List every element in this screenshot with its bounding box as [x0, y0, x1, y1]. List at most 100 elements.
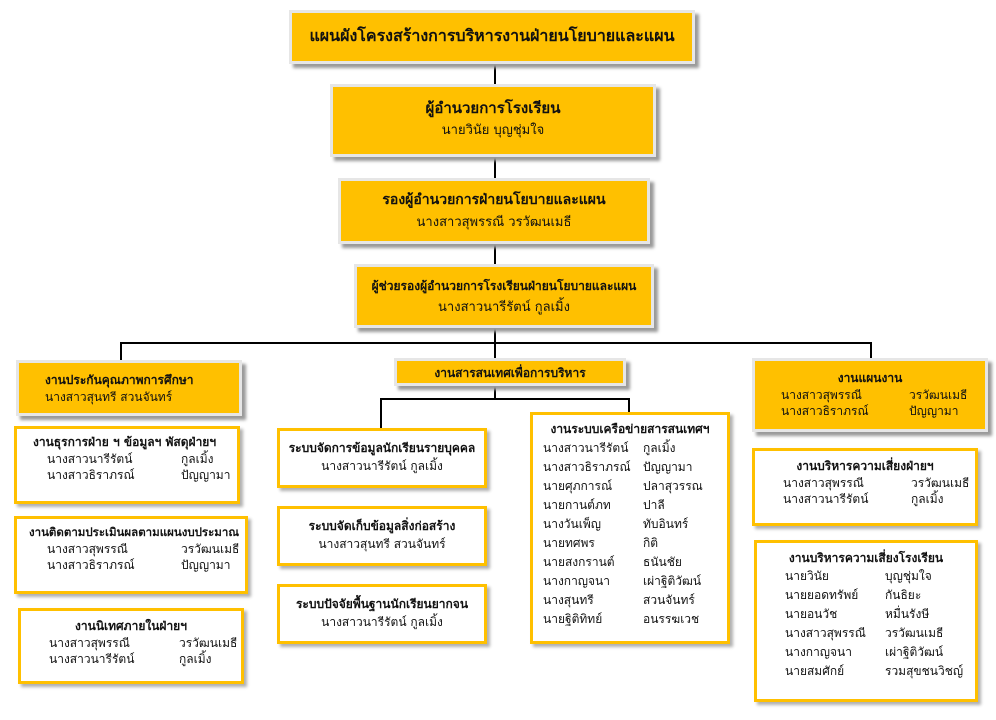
system-box-building: ระบบจัดเก็บข้อมูลสิ่งก่อสร้าง นางสาวสุนท…: [277, 506, 487, 566]
system-name: นางสาวสุนทรี สวนจันทร์: [318, 537, 446, 551]
member-last: วรวัฒนเมธี: [885, 626, 944, 640]
member-first: นางสาวธิราภรณ์: [543, 460, 631, 474]
member-row: นายสงกรานต์ ธนันชัย: [543, 554, 727, 570]
system-box-poverty: ระบบปัจจัยพื้นฐานนักเรียนยากจน นางสาวนาร…: [277, 584, 487, 644]
member-row: นางสาวธิราภรณ์ ปัญญามา: [781, 403, 985, 419]
connector-line: [494, 64, 496, 84]
member-last: สวนจันทร์: [643, 593, 695, 607]
member-last: บุญชุ่มใจ: [885, 569, 932, 583]
member-row: นายฐิติทิทย์อนรรฆเวช: [543, 611, 727, 627]
member-first: นางสาวนารีรัตน์: [543, 441, 629, 455]
member-row: นางสาวนารีรัตน์ กูลเมิ้ง: [543, 440, 727, 456]
qa-head-title: งานประกันคุณภาพการศึกษา: [45, 373, 194, 387]
network-unit-box: งานระบบเครือข่ายสารสนเทศฯ นางสาวนารีรัตน…: [530, 412, 730, 644]
deputy-box: รองผู้อำนวยการฝ่ายนโยบายและแผน นางสาวสุพ…: [338, 178, 650, 244]
qa-head-name: นางสาวสุนทรี สวนจันทร์: [45, 390, 173, 404]
member-row: นางสาวธิราภรณ์ ปัญญามา: [47, 557, 245, 573]
member-first: นางสาวธิราภรณ์: [781, 404, 869, 418]
member-first: นายยอดทรัพย์: [785, 588, 859, 602]
school-risk-unit-box: งานบริหารความเสี่ยงโรงเรียน นายวินัยบุญช…: [754, 540, 978, 702]
member-last: วรวัฒนเมธี: [181, 542, 240, 556]
director-name: นายวินัย บุญชุ่มใจ: [441, 123, 545, 138]
member-first: นางสาวนารีรัตน์: [783, 492, 869, 506]
qa-head-box: งานประกันคุณภาพการศึกษา นางสาวสุนทรี สวน…: [16, 360, 242, 416]
member-row: นางกาญจนาเผ่าฐิติวัฒน์: [785, 644, 975, 660]
member-first: นางสาวธิราภรณ์: [47, 468, 135, 482]
connector-line: [380, 398, 630, 400]
member-row: นายอนวัชหมื่นรังษี: [785, 606, 975, 622]
member-row: นายทศพร กิติ: [543, 535, 727, 551]
member-first: นางสาวสุพรรณี: [785, 626, 866, 640]
info-head-box: งานสารสนเทศเพื่อการบริหาร: [394, 358, 626, 386]
member-first: นางสาวนารีรัตน์: [47, 452, 133, 466]
member-last: วรวัฒนเมธี: [179, 636, 238, 650]
deputy-name: นางสาวสุพรรณี วรวัฒนเมธี: [416, 215, 572, 230]
member-first: นางสาวนารีรัตน์: [49, 652, 135, 666]
member-last: เผ่าฐิติวัฒน์: [643, 574, 702, 588]
network-unit-title: งานระบบเครือข่ายสารสนเทศฯ: [550, 422, 710, 436]
network-member-list: นางสาวนารีรัตน์ กูลเมิ้ง นางสาวธิราภรณ์ ปั…: [543, 440, 727, 627]
member-last: อนรรฆเวช: [643, 612, 700, 626]
member-last: กูลเมิ้ง: [179, 652, 212, 666]
member-first: นายกานต์ภท: [543, 498, 611, 512]
member-first: นายสมศักย์: [785, 664, 845, 678]
member-last: ธนันชัย: [643, 555, 682, 569]
plan-head-box: งานแผนงาน นางสาวสุพรรณี วรวัฒนเมธี นางสา…: [752, 358, 988, 432]
member-last: ปัญญามา: [643, 460, 693, 474]
member-row: นายวินัยบุญชุ่มใจ: [785, 568, 975, 584]
connector-line: [494, 386, 496, 399]
system-name: นางสาวนารีรัตน์ กูลเมิ้ง: [321, 615, 443, 629]
member-first: นางสาวสุพรรณี: [781, 388, 862, 402]
evaluation-unit-title: งานติดตามประเมินผลตามแผนงบประมาณ: [29, 525, 239, 539]
connector-line: [120, 342, 122, 360]
connector-line: [870, 342, 872, 358]
dept-risk-unit-box: งานบริหารความเสี่ยงฝ่ายฯ นางสาวสุพรรณี ว…: [752, 448, 978, 526]
member-first: นางวันเพ็ญ: [543, 517, 601, 531]
info-head-title: งานสารสนเทศเพื่อการบริหาร: [434, 366, 586, 380]
plan-head-title: งานแผนงาน: [837, 371, 903, 385]
assistant-box: ผู้ช่วยรองผู้อำนวยการโรงเรียนฝ่ายนโยบายแ…: [354, 264, 654, 328]
member-row: นางสาวสุพรรณี วรวัฒนเมธี: [47, 541, 245, 557]
member-first: นายศุภการณ์: [543, 479, 613, 493]
member-row: นายศุภการณ์ปลาสุวรรณ: [543, 478, 727, 494]
main-title-box: แผนผังโครงสร้างการบริหารงานฝ่ายนโยบายและ…: [289, 10, 695, 64]
supervision-unit-box: งานนิเทศภายในฝ่ายฯ นางสาวสุพรรณี วรวัฒนเ…: [18, 608, 244, 684]
member-last: เผ่าฐิติวัฒน์: [885, 645, 944, 659]
system-title: ระบบจัดเก็บข้อมูลสิ่งก่อสร้าง: [308, 519, 456, 533]
director-title: ผู้อำนวยการโรงเรียน: [425, 99, 561, 117]
connector-line: [494, 328, 496, 344]
member-last: ทับอินทร์: [643, 517, 689, 531]
member-row: นางกาญจนาเผ่าฐิติวัฒน์: [543, 573, 727, 589]
school-risk-unit-title: งานบริหารความเสี่ยงโรงเรียน: [788, 551, 944, 565]
member-first: นางสาวธิราภรณ์: [47, 558, 135, 572]
assistant-name: นางสาวนารีรัตน์ กูลเมิ้ง: [438, 300, 570, 315]
member-last: ปัญญามา: [181, 558, 231, 572]
member-row: นางสาวสุพรรณี วรวัฒนเมธี: [783, 475, 975, 491]
connector-line: [380, 398, 382, 428]
member-row: นางสาวสุพรรณี วรวัฒนเมธี: [785, 625, 975, 641]
system-box-student: ระบบจัดการข้อมูลนักเรียนรายบุคคล นางสาวน…: [277, 428, 487, 488]
member-row: นางสุนทรีสวนจันทร์: [543, 592, 727, 608]
connector-line: [120, 342, 872, 344]
admin-unit-box: งานธุรการฝ่าย ฯ ข้อมูลฯ พัสดุฝ่ายฯ นางสา…: [14, 426, 240, 504]
member-row: นางสาวนารีรัตน์ กูลเมิ้ง: [49, 651, 241, 667]
member-row: นางวันเพ็ญ ทับอินทร์: [543, 516, 727, 532]
member-last: กูลเมิ้ง: [643, 441, 676, 455]
member-last: กูลเมิ้ง: [911, 492, 944, 506]
member-last: วรวัฒนเมธี: [909, 388, 968, 402]
member-last: หมื่นรังษี: [885, 607, 930, 621]
supervision-unit-title: งานนิเทศภายในฝ่ายฯ: [75, 619, 187, 633]
assistant-title: ผู้ช่วยรองผู้อำนวยการโรงเรียนฝ่ายนโยบายแ…: [371, 279, 637, 293]
system-title: ระบบปัจจัยพื้นฐานนักเรียนยากจน: [295, 597, 469, 611]
member-row: นางสาวสุพรรณี วรวัฒนเมธี: [781, 387, 985, 403]
member-last: กิติ: [643, 536, 659, 550]
member-last: วรวัฒนเมธี: [911, 476, 970, 490]
system-title: ระบบจัดการข้อมูลนักเรียนรายบุคคล: [288, 441, 476, 455]
member-first: นายทศพร: [543, 536, 595, 550]
member-last: กูลเมิ้ง: [181, 452, 214, 466]
director-box: ผู้อำนวยการโรงเรียน นายวินัย บุญชุ่มใจ: [330, 84, 656, 157]
member-last: ปัญญามา: [909, 404, 959, 418]
connector-line: [494, 244, 496, 264]
member-first: นายสงกรานต์: [543, 555, 615, 569]
main-title: แผนผังโครงสร้างการบริหารงานฝ่ายนโยบายและ…: [309, 26, 675, 45]
